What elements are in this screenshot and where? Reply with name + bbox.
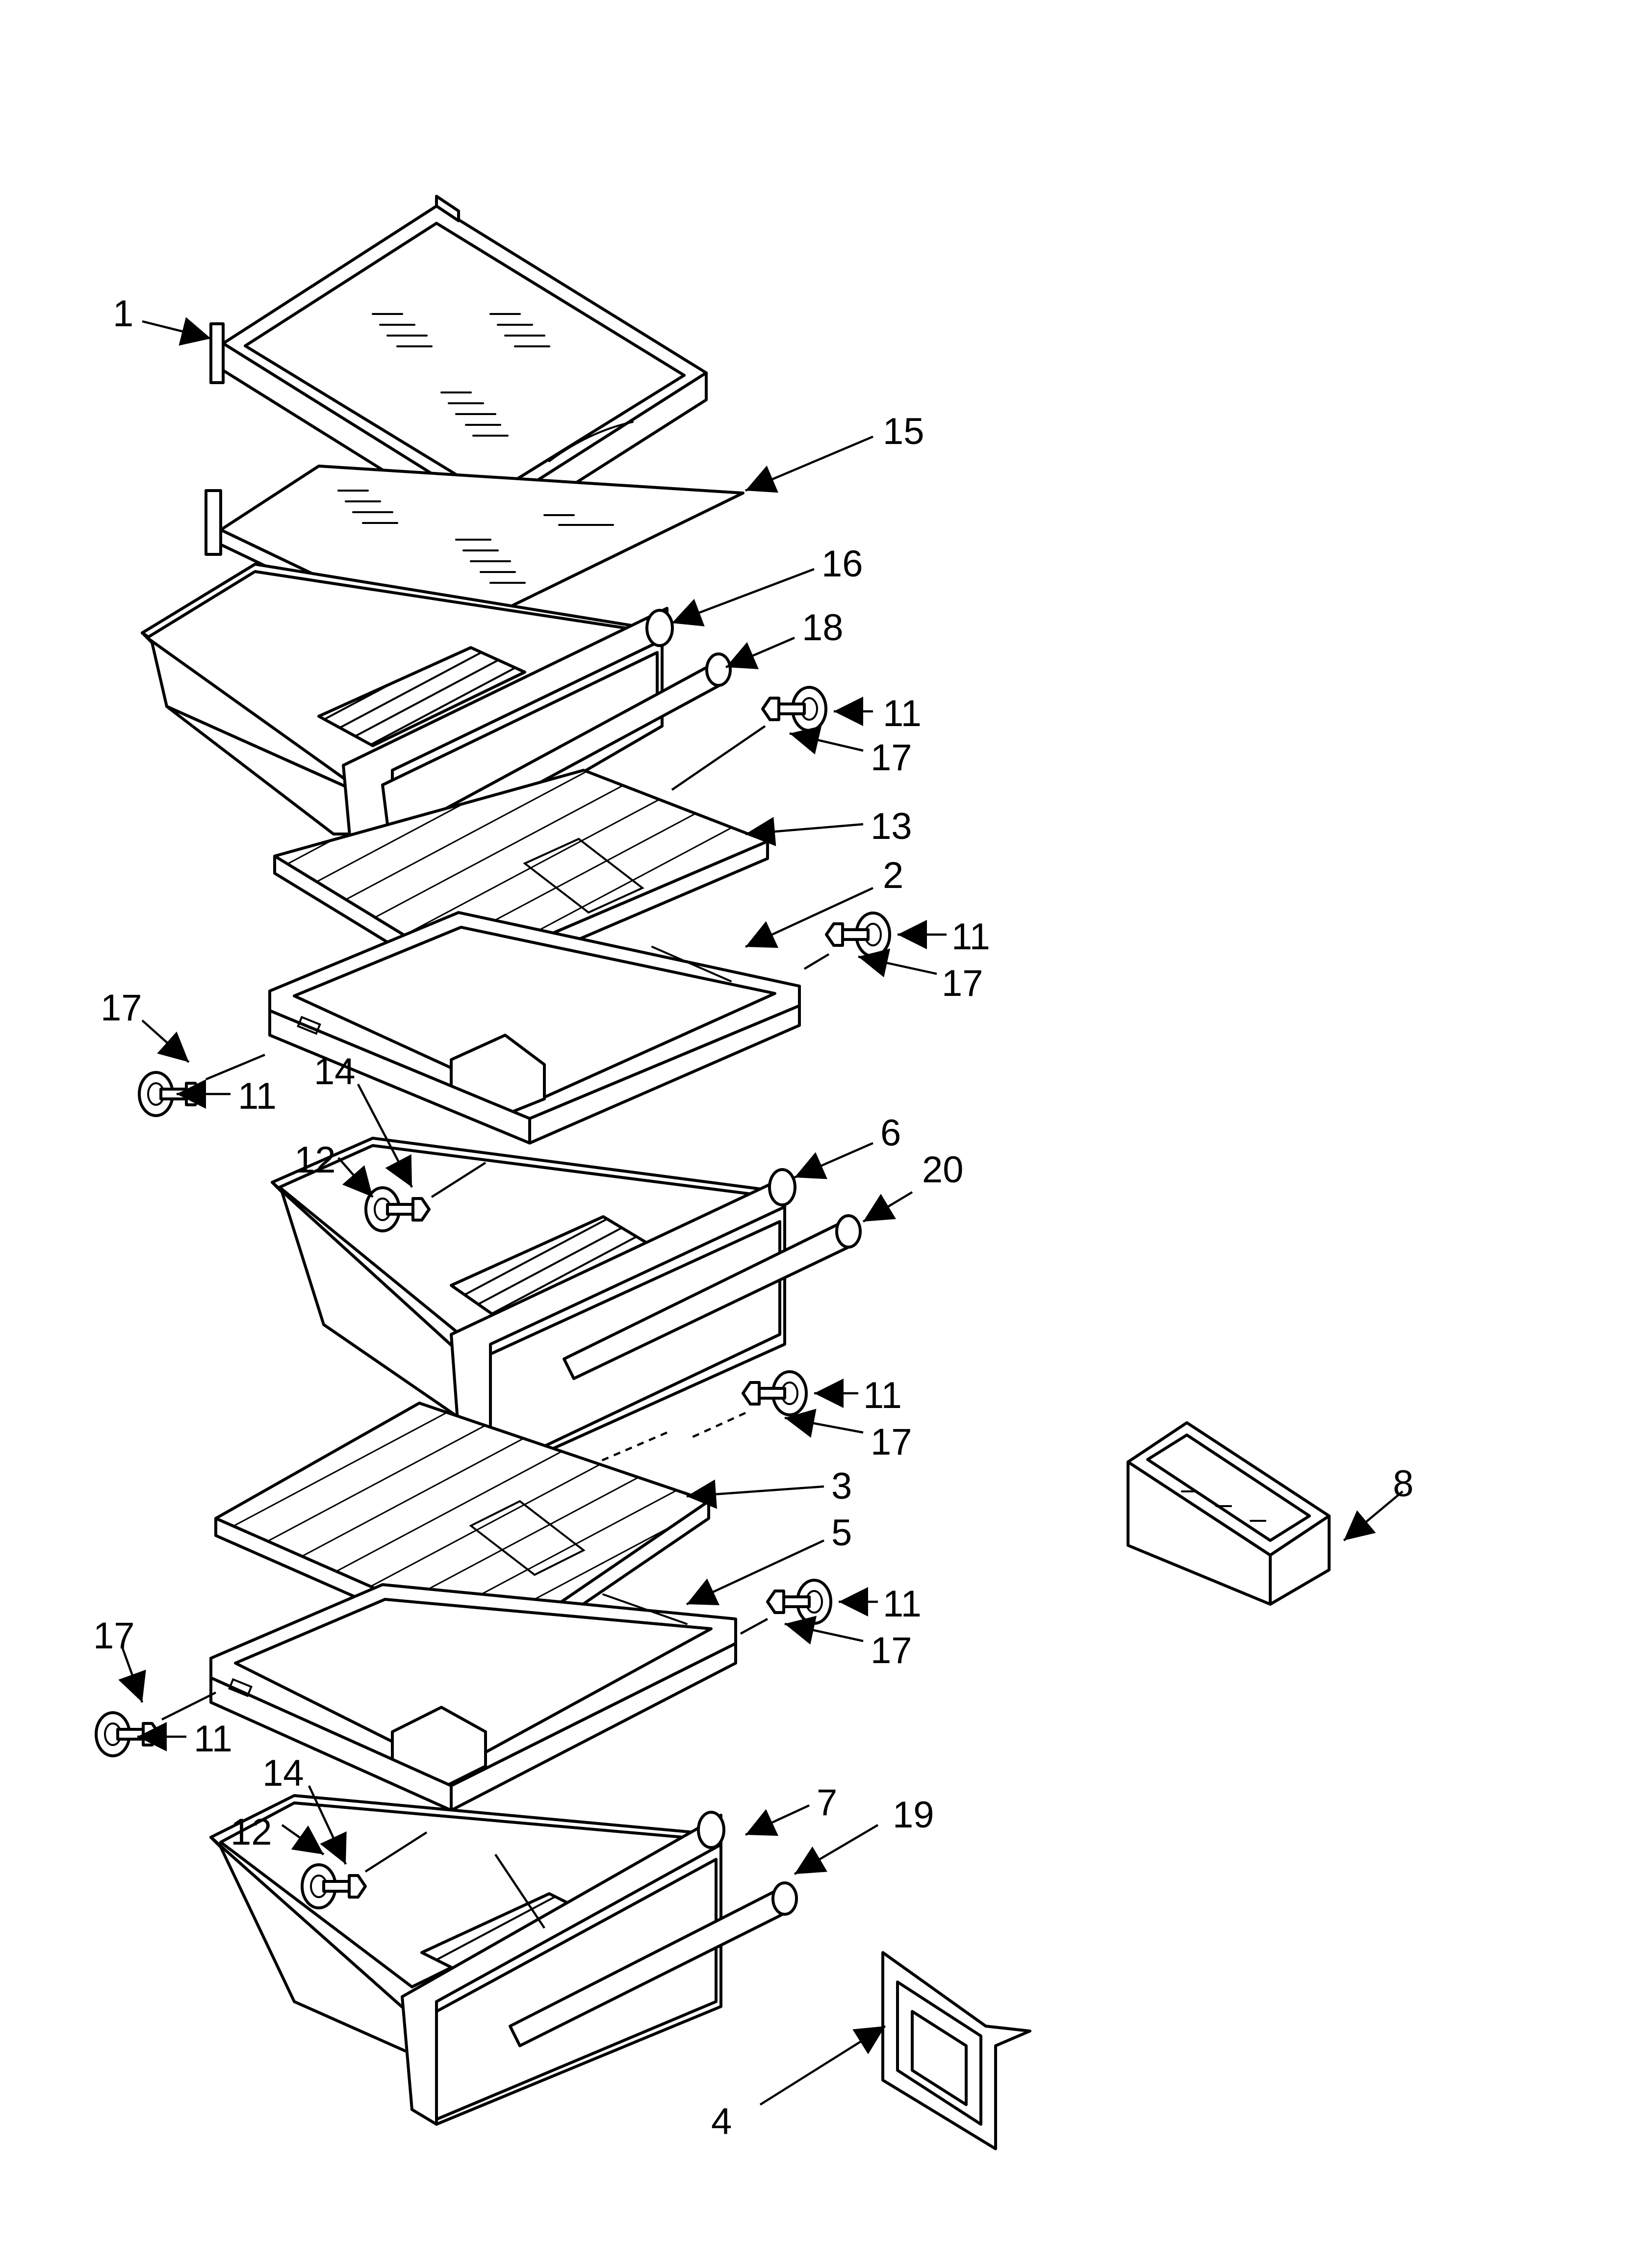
callout-12-a: 12 [294,1139,336,1181]
assembly-lines [161,725,830,1929]
callout-19: 19 [893,1794,934,1836]
roller-set-g [95,1711,161,1757]
callout-8: 8 [1393,1463,1413,1505]
callout-12-b: 12 [231,1811,272,1853]
part-5-crisper-frame [209,1583,737,1812]
callout-15: 15 [883,411,924,452]
roller-set-a [761,686,827,732]
roller-set-h [301,1863,367,1909]
callout-11-a: 11 [883,693,922,734]
middle-crisper-drawer [271,1137,862,1478]
roller-set-b [825,912,891,958]
callout-7: 7 [817,1782,837,1824]
callout-6: 6 [880,1112,901,1154]
roller-set-f [766,1579,832,1625]
callout-labels: 1 15 16 18 11 17 13 2 11 17 17 11 14 12 … [93,293,1413,2142]
callout-17-e: 17 [871,1630,912,1671]
callout-leaders [118,317,1404,2106]
part-2-crisper-frame [268,911,801,1145]
callout-3: 3 [831,1465,852,1507]
callout-14-a: 14 [314,1051,356,1093]
callout-17-f: 17 [93,1615,135,1657]
callout-17-a: 17 [871,737,912,779]
callout-16: 16 [821,543,863,585]
callout-11-b: 11 [951,916,990,958]
part-1-crisper-cover-frame [209,195,708,539]
lower-crisper-drawer [209,1794,798,2126]
callout-4: 4 [711,2101,732,2142]
callout-18: 18 [802,607,844,649]
part-4-card-holder [881,1951,1031,2150]
callout-11-d: 11 [863,1375,902,1416]
callout-20: 20 [922,1149,964,1191]
roller-set-d [364,1186,431,1232]
callout-17-b: 17 [942,963,983,1004]
callout-5: 5 [831,1512,852,1554]
callout-11-e: 11 [883,1583,922,1625]
callout-2: 2 [883,855,903,896]
callout-11-c: 11 [238,1075,277,1117]
roller-set-e [742,1370,808,1416]
callout-17-d: 17 [871,1421,912,1463]
part-8-storage-bin [1127,1421,1331,1606]
callout-13: 13 [871,806,912,847]
callout-11-f: 11 [194,1718,232,1760]
callout-14-b: 14 [262,1752,304,1794]
callout-17-c: 17 [101,987,142,1029]
callout-1: 1 [113,293,133,335]
